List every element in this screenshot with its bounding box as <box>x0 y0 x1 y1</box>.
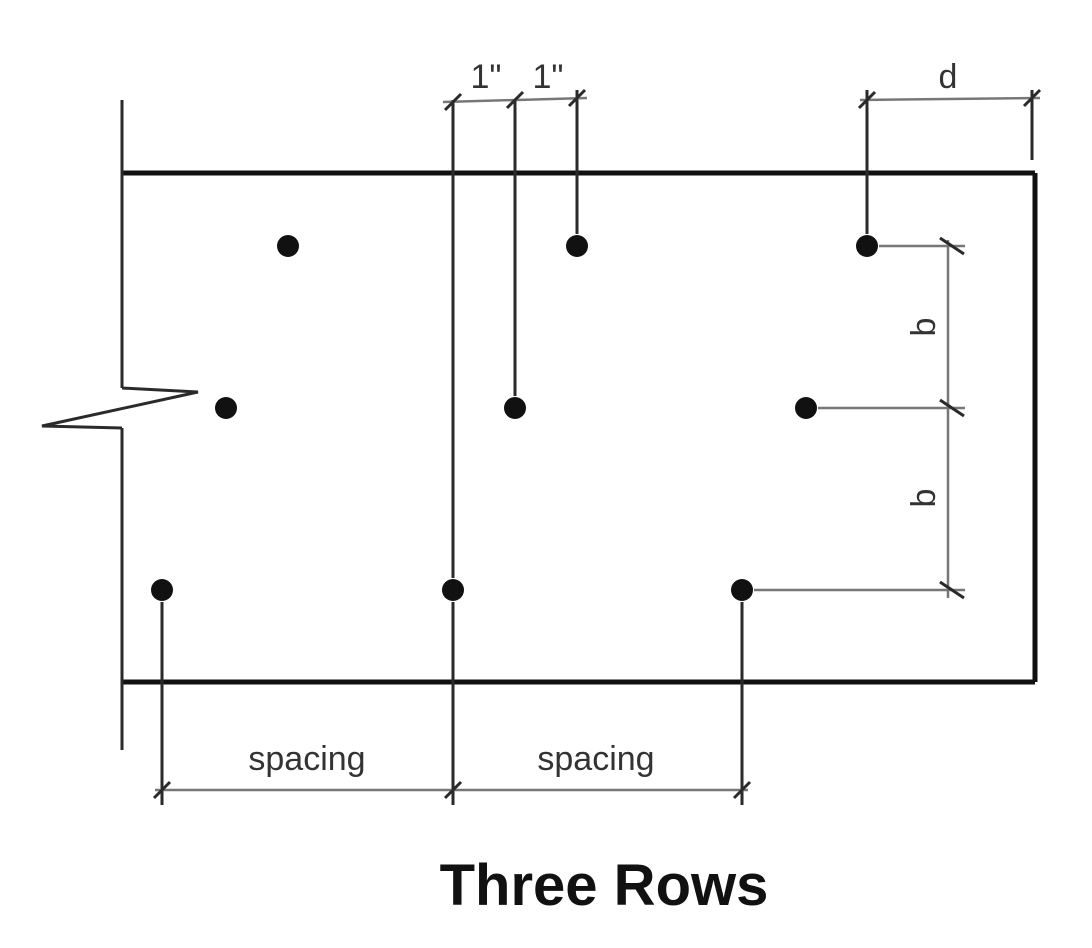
pitch-right-label: 1" <box>533 58 564 96</box>
bolt-bottom-3 <box>731 579 753 601</box>
gauge-tick-3 <box>939 580 965 600</box>
gauge-upper-label: b <box>905 318 943 337</box>
bolt-bottom-2 <box>442 579 464 601</box>
bolt-top-3 <box>856 235 878 257</box>
edge-distance-line <box>859 96 1041 102</box>
spacing-right-label: spacing <box>537 740 654 778</box>
spacing-dimension: spacing spacing <box>152 740 752 800</box>
gauge-tick-1 <box>939 236 965 256</box>
spacing-tick-1 <box>152 780 172 800</box>
spacing-tick-2 <box>443 780 463 800</box>
bolt-top-1 <box>277 235 299 257</box>
bolt-middle-1 <box>215 397 237 419</box>
extension-lines <box>160 90 1034 805</box>
edge-distance-tick-2 <box>1022 88 1042 108</box>
pitch-left-label: 1" <box>471 58 502 96</box>
pitch-tick-3 <box>567 88 587 108</box>
edge-distance-tick-1 <box>857 90 877 110</box>
gauge-tick-2 <box>939 398 965 418</box>
pitch-tick-2 <box>505 90 525 110</box>
bolt-group <box>151 235 878 601</box>
bolt-middle-2 <box>504 397 526 419</box>
diagram-title: Three Rows <box>440 853 769 918</box>
edge-distance-label: d <box>939 58 958 96</box>
gauge-dimension: b b <box>905 236 965 600</box>
bolt-middle-3 <box>795 397 817 419</box>
bolt-bottom-1 <box>151 579 173 601</box>
gauge-lower-label: b <box>905 489 943 508</box>
pitch-dimension: 1" 1" <box>442 58 588 112</box>
spacing-left-label: spacing <box>248 740 365 778</box>
spacing-tick-3 <box>732 780 752 800</box>
bolt-top-2 <box>566 235 588 257</box>
break-line-symbol <box>41 386 199 430</box>
member-outline <box>41 100 1038 750</box>
pitch-tick-1 <box>443 92 463 112</box>
edge-distance-dimension: d <box>857 58 1042 110</box>
